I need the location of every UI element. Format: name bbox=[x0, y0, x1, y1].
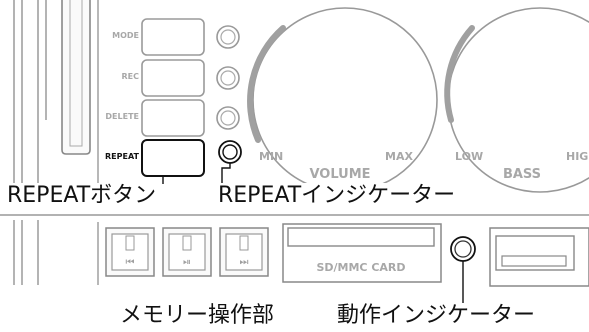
volume-label: VOLUME bbox=[309, 167, 370, 182]
mode-button-label: MODE bbox=[112, 31, 139, 40]
mode-button[interactable] bbox=[141, 18, 205, 56]
indicator-leds bbox=[216, 25, 242, 164]
play-pause-button[interactable]: ⏯ bbox=[162, 227, 212, 277]
delete-indicator bbox=[216, 106, 240, 130]
memory-buttons: ⏮ ⏯ ⏭ bbox=[105, 227, 269, 277]
left-edge bbox=[13, 0, 47, 285]
prev-icon: ⏮ bbox=[126, 257, 135, 268]
control-buttons: MODE REC DELETE REPEAT bbox=[105, 18, 205, 177]
memory-controls-callout: メモリー操作部 bbox=[117, 303, 278, 329]
repeat-button-label: REPEAT bbox=[105, 152, 140, 161]
rec-button[interactable] bbox=[141, 59, 205, 97]
delete-button-label: DELETE bbox=[105, 112, 139, 121]
repeat-indicator bbox=[218, 140, 242, 164]
repeat-indicator-callout: REPEATインジケーター bbox=[215, 183, 459, 209]
prev-button[interactable]: ⏮ bbox=[105, 227, 155, 277]
rec-indicator bbox=[216, 66, 240, 90]
next-button[interactable]: ⏭ bbox=[219, 227, 269, 277]
activity-indicator bbox=[450, 236, 476, 262]
repeat-button[interactable] bbox=[141, 139, 205, 177]
volume-min-label: MIN bbox=[259, 150, 283, 163]
bass-dial-arc bbox=[444, 25, 475, 123]
repeat-button-callout: REPEATボタン bbox=[4, 183, 160, 209]
volume-dial[interactable]: MIN MAX VOLUME bbox=[247, 7, 438, 193]
rec-button-label: REC bbox=[122, 72, 140, 81]
repeat-indicator-leader bbox=[221, 163, 231, 184]
mode-indicator bbox=[216, 25, 240, 49]
sd-card-slot-label: SD/MMC CARD bbox=[316, 261, 405, 274]
card-eject-slot bbox=[61, 0, 91, 155]
sd-card-slot[interactable]: SD/MMC CARD bbox=[282, 223, 442, 283]
bass-label: BASS bbox=[503, 167, 541, 182]
bass-max-label: HIG bbox=[566, 150, 588, 163]
next-icon: ⏭ bbox=[240, 257, 249, 268]
activity-indicator-callout: 動作インジケーター bbox=[334, 303, 539, 329]
volume-max-label: MAX bbox=[385, 150, 413, 163]
callout-leaders bbox=[162, 163, 464, 305]
delete-button[interactable] bbox=[141, 99, 205, 137]
bass-dial[interactable]: LOW HIG BASS bbox=[444, 7, 589, 193]
usb-port[interactable] bbox=[489, 227, 589, 287]
bass-min-label: LOW bbox=[455, 150, 483, 163]
volume-dial-arc bbox=[247, 25, 286, 143]
play-pause-icon: ⏯ bbox=[183, 257, 191, 268]
